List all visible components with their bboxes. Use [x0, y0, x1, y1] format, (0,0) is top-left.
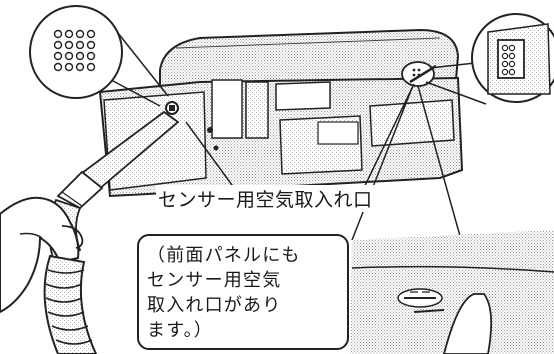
unit-body	[98, 76, 464, 198]
note-line-2: センサー用空気	[147, 270, 282, 291]
note-line-3: 取入れ口があり	[147, 295, 282, 316]
note-callout: （前面パネルにも センサー用空気 取入れ口があり ます。）	[137, 234, 349, 350]
intake-caption: センサー用空気取入れ口	[156, 185, 375, 212]
front-panel-detail	[350, 230, 554, 354]
vacuum-hose	[43, 254, 98, 354]
note-line-4: ます。）	[147, 320, 213, 341]
pointer-lines	[185, 83, 461, 241]
sensor-intake-left	[165, 101, 179, 115]
zoom-callout-left	[29, 5, 169, 107]
note-line-1: （前面パネルにも	[147, 245, 301, 266]
zoom-callout-right	[425, 13, 554, 105]
unit-top-panel	[159, 28, 460, 96]
